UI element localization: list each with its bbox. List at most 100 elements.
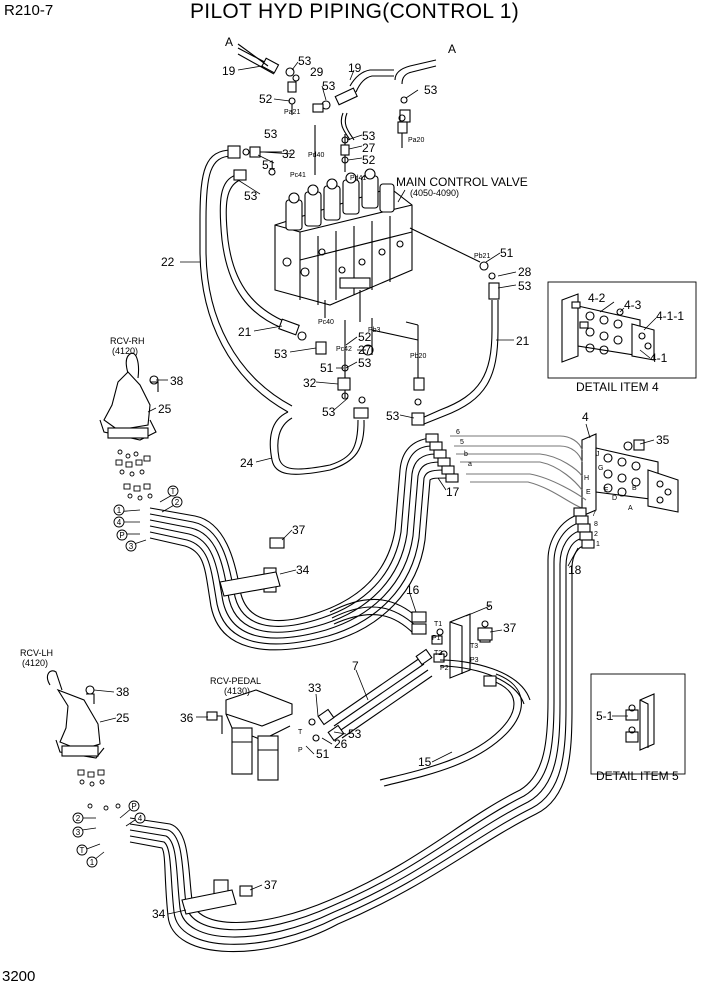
callout-53: 53: [244, 189, 258, 203]
callout-17: 17: [446, 485, 460, 499]
rcv-lh-label: RCV-LH: [20, 648, 53, 658]
port-g: G: [598, 465, 603, 472]
section-mark-a-right: A: [448, 42, 456, 56]
port-h: H: [584, 475, 589, 482]
callout-26: 26: [334, 737, 348, 751]
callout-52: 52: [358, 330, 372, 344]
port-pd40: Pd40: [308, 152, 324, 159]
hose-16: [329, 598, 427, 635]
port-d: D: [612, 495, 617, 502]
hose-bundle-lh: [129, 507, 595, 953]
callout-53: 53: [362, 129, 376, 143]
callout-51: 51: [316, 747, 330, 761]
callout-53: 53: [274, 347, 288, 361]
detail-item-4-caption: DETAIL ITEM 4: [576, 380, 659, 394]
callout-32: 32: [282, 147, 296, 161]
port-pb3: Pb3: [368, 327, 381, 334]
port-p: P: [298, 747, 303, 754]
callout-53: 53: [348, 727, 362, 741]
callout-19: 19: [348, 61, 362, 75]
lh-marker-t: T: [80, 846, 85, 855]
callout-51: 51: [320, 361, 334, 375]
lh-marker-3: 3: [76, 828, 81, 837]
port-pb21: Pb21: [474, 253, 490, 260]
hose-tag-1: 1: [596, 541, 600, 548]
callout-15: 15: [418, 755, 432, 769]
pilot-pipes-top: [288, 97, 408, 175]
callout-36: 36: [180, 711, 194, 725]
port-p1: P1: [432, 635, 441, 642]
leader-lines: [81, 61, 657, 915]
detail-item-4: [547, 281, 697, 379]
hose-tag-b: b: [464, 451, 468, 458]
hose-tag-2: 2: [594, 531, 598, 538]
rcv-lh: [47, 670, 121, 811]
port-e: E: [586, 489, 591, 496]
port-b: B: [632, 485, 637, 492]
port-t3: T3: [470, 643, 478, 650]
callout-53: 53: [358, 356, 372, 370]
hose-22: [199, 145, 293, 413]
callout-27: 27: [358, 343, 372, 357]
callout-51: 51: [500, 246, 514, 260]
lh-marker-4: 4: [138, 814, 143, 823]
lh-marker-2: 2: [76, 814, 81, 823]
callout-34: 34: [296, 563, 310, 577]
rh-port-markers: [113, 485, 183, 552]
callout-37: 37: [503, 621, 517, 635]
callout-35: 35: [656, 433, 670, 447]
main-control-valve: [274, 168, 413, 322]
hose-bundle-rh: [149, 433, 587, 651]
callout-18: 18: [568, 563, 582, 577]
callout-7: 7: [352, 659, 359, 673]
callout-37: 37: [292, 523, 306, 537]
lh-marker-p: P: [131, 802, 136, 811]
port-t: T: [298, 729, 303, 736]
callout-38: 38: [170, 374, 184, 388]
port-pc41: Pc41: [290, 172, 306, 179]
detail-item-5-caption: DETAIL ITEM 5: [596, 769, 679, 783]
callout-29: 29: [310, 65, 324, 79]
port-p3: P3: [470, 657, 479, 664]
callout-4-1-1: 4-1-1: [656, 309, 684, 323]
port-pb20: Pb20: [410, 353, 426, 360]
rcv-pedal: [206, 689, 293, 781]
hose-tag-7: 7: [592, 511, 596, 518]
hose-21-left: [219, 169, 327, 355]
page-number: 3200: [2, 968, 36, 985]
callout-25: 25: [158, 402, 172, 416]
hose-tag-6: 6: [456, 429, 460, 436]
section-mark-a-left: A: [225, 35, 233, 49]
hose-tag-a: a: [468, 461, 472, 468]
callout-19: 19: [222, 64, 236, 78]
main-control-valve-range: (4050-4090): [410, 188, 459, 198]
callout-53: 53: [322, 79, 336, 93]
callout-53: 53: [424, 83, 438, 97]
callout-4: 4: [582, 410, 589, 424]
callout-34: 34: [152, 907, 166, 921]
callout-32: 32: [303, 376, 317, 390]
callout-53: 53: [518, 279, 532, 293]
hose-7: [308, 648, 433, 742]
callout-25: 25: [116, 711, 130, 725]
callout-5-1: 5-1: [596, 709, 614, 723]
callout-52: 52: [362, 153, 376, 167]
lh-marker-1: 1: [90, 858, 95, 867]
callout-4-3: 4-3: [624, 298, 642, 312]
main-control-valve-label: MAIN CONTROL VALVE: [396, 175, 528, 189]
callout-27: 27: [362, 141, 376, 155]
port-a: A: [628, 505, 633, 512]
hose-19-left: [237, 47, 300, 93]
port-pa21: Pa21: [284, 109, 300, 116]
callout-38: 38: [116, 685, 130, 699]
model-number: R210-7: [4, 2, 54, 19]
rh-marker-4: 4: [117, 518, 122, 527]
hose-19-right: [312, 59, 437, 123]
port-p2: P2: [440, 665, 449, 672]
page-title: PILOT HYD PIPING(CONTROL 1): [190, 0, 519, 23]
callout-52: 52: [259, 92, 273, 106]
callout-4-2: 4-2: [588, 291, 606, 305]
port-t1: T1: [434, 621, 442, 628]
callout-53: 53: [322, 405, 336, 419]
